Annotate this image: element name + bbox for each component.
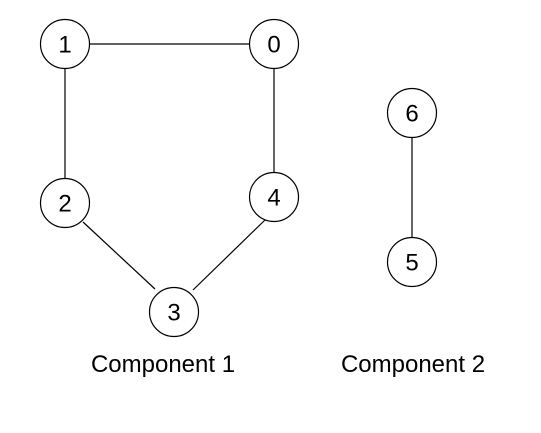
node-4: 4 [248, 171, 300, 223]
node-2: 2 [39, 177, 91, 229]
node-5: 5 [386, 236, 438, 288]
node-5-label: 5 [405, 250, 418, 277]
node-3: 3 [148, 286, 200, 338]
component-1-caption: Component 1 [91, 351, 235, 378]
edge-2-3 [82, 221, 156, 290]
edge-3-4 [192, 219, 266, 291]
component-1-edges [64, 43, 275, 291]
node-0-label: 0 [267, 32, 280, 59]
node-3-label: 3 [167, 300, 180, 327]
component-2-caption: Component 2 [341, 351, 485, 378]
node-1-label: 1 [58, 32, 71, 59]
node-0: 0 [248, 18, 300, 70]
node-6: 6 [386, 87, 438, 139]
node-2-label: 2 [58, 191, 71, 218]
node-6-label: 6 [405, 101, 418, 128]
node-4-label: 4 [267, 185, 280, 212]
node-1: 1 [39, 18, 91, 70]
